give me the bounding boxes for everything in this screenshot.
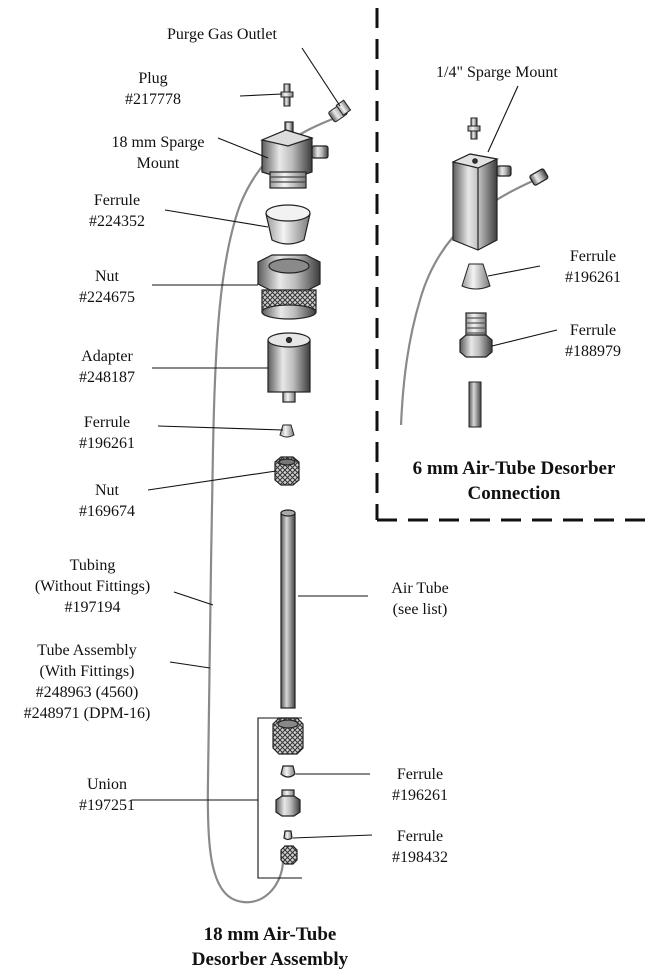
ferrule-198432-label-number: #198432 — [392, 849, 448, 866]
sparge-mount-18mm-label-line2: Mount — [136, 155, 180, 172]
inset-border — [375, 8, 651, 522]
ferrule-198432-label-name: Ferrule — [396, 828, 444, 845]
main-title-line2: Desorber Assembly — [191, 949, 349, 970]
ferrule-196261-label: Ferrule #196261 — [62, 412, 152, 454]
ferrule-196261-part — [279, 424, 295, 438]
ferrule-196261-inset-part — [461, 263, 491, 290]
tubing-label-number: #197194 — [64, 599, 121, 616]
nut-169674-part — [274, 456, 300, 486]
sparge-mount-18mm-label: 18 mm Sparge Mount — [98, 132, 218, 174]
ferrule-196261-lower-label: Ferrule #196261 — [370, 764, 470, 806]
nut-169674-label: Nut #169674 — [62, 480, 152, 522]
air-tube-part — [280, 509, 296, 709]
nut-224675-part — [257, 254, 321, 320]
ferrule-224352-part — [265, 204, 311, 245]
inset-title: 6 mm Air-Tube Desorber Connection — [380, 456, 648, 506]
ferrule-196261-inset-label-name: Ferrule — [569, 248, 617, 265]
tubing-line — [206, 116, 336, 904]
tube-assembly-label-number-dpm16: #248971 (DPM-16) — [23, 705, 151, 722]
air-tube-label-name: Air Tube — [391, 580, 449, 597]
sparge-mount-quarter-part — [451, 153, 549, 251]
union-197251-part — [272, 717, 304, 865]
air-tube-label-note: (see list) — [392, 601, 448, 618]
air-tube-label: Air Tube (see list) — [370, 578, 470, 620]
tube-assembly-label-name: Tube Assembly — [37, 642, 137, 659]
tubing-label-note: (Without Fittings) — [34, 578, 151, 595]
nut-224675-label-number: #224675 — [79, 289, 135, 306]
ferrule-224352-label-number: #224352 — [89, 213, 145, 230]
main-title: 18 mm Air-Tube Desorber Assembly — [150, 922, 390, 972]
inset-air-tube-part — [468, 381, 482, 428]
inset-title-line2: Connection — [467, 483, 561, 504]
ferrule-188979-part — [459, 312, 493, 358]
nut-169674-label-name: Nut — [95, 482, 119, 499]
sparge-mount-18mm-label-line1: 18 mm Sparge — [111, 134, 205, 151]
leader-lines — [132, 47, 558, 879]
ferrule-196261-inset-label: Ferrule #196261 — [543, 246, 643, 288]
ferrule-196261-inset-label-number: #196261 — [565, 269, 621, 286]
inset-title-line1: 6 mm Air-Tube Desorber — [412, 458, 616, 479]
ferrule-198432-label: Ferrule #198432 — [370, 826, 470, 868]
purge-gas-outlet-fitting — [328, 99, 352, 123]
sparge-mount-18mm — [260, 121, 329, 189]
plug-label-number: #217778 — [125, 91, 181, 108]
plug-label: Plug #217778 — [103, 68, 203, 110]
purge-gas-outlet-label: Purge Gas Outlet — [167, 26, 277, 43]
union-label-name: Union — [87, 776, 127, 793]
inset-plug-part — [467, 117, 481, 140]
adapter-248187-part — [267, 332, 311, 403]
tubing-label-name: Tubing — [69, 557, 116, 574]
sparge-mount-quarter-label: 1/4" Sparge Mount — [436, 64, 558, 81]
adapter-248187-label-name: Adapter — [81, 348, 133, 365]
nut-224675-label-name: Nut — [95, 268, 119, 285]
ferrule-224352-label-name: Ferrule — [93, 192, 141, 209]
ferrule-188979-label-name: Ferrule — [569, 322, 617, 339]
ferrule-188979-label-number: #188979 — [565, 343, 621, 360]
adapter-248187-label: Adapter #248187 — [62, 346, 152, 388]
tube-assembly-label-number-4560: #248963 (4560) — [35, 684, 139, 701]
union-197251-label: Union #197251 — [62, 774, 152, 816]
tubing-label: Tubing (Without Fittings) #197194 — [10, 555, 175, 618]
ferrule-196261-lower-label-name: Ferrule — [396, 766, 444, 783]
main-title-line1: 18 mm Air-Tube — [203, 924, 337, 945]
adapter-248187-label-number: #248187 — [79, 369, 135, 386]
ferrule-196261-label-number: #196261 — [79, 435, 135, 452]
plug-part — [280, 83, 294, 107]
ferrule-224352-label: Ferrule #224352 — [72, 190, 162, 232]
ferrule-196261-lower-label-number: #196261 — [392, 787, 448, 804]
nut-224675-label: Nut #224675 — [62, 266, 152, 308]
ferrule-188979-label: Ferrule #188979 — [543, 320, 643, 362]
ferrule-196261-label-name: Ferrule — [83, 414, 131, 431]
nut-169674-label-number: #169674 — [79, 503, 135, 520]
union-label-number: #197251 — [79, 797, 135, 814]
tube-assembly-label-note: (With Fittings) — [39, 663, 135, 680]
plug-label-name: Plug — [138, 70, 168, 87]
tube-assembly-label: Tube Assembly (With Fittings) #248963 (4… — [2, 640, 172, 724]
